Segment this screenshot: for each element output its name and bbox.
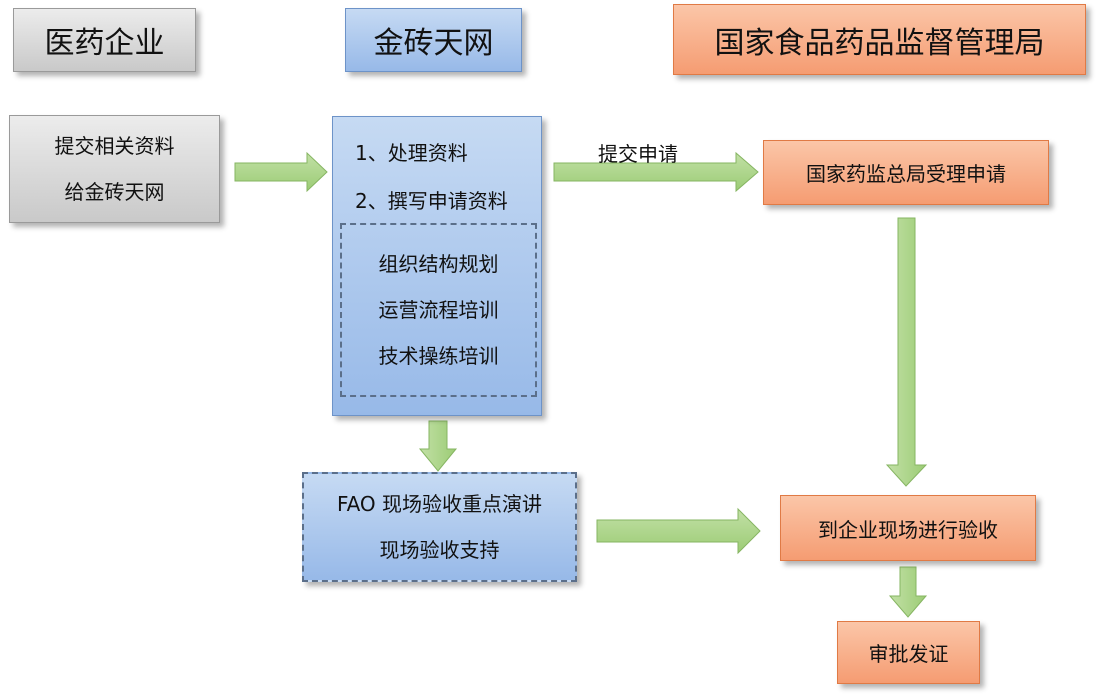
submit-application-label: 提交申请: [598, 142, 678, 166]
arrow-accept-to-inspect: [885, 217, 928, 487]
fao-box: FAO 现场验收重点演讲 现场验收支持: [302, 472, 577, 582]
process-step1: 1、处理资料: [355, 141, 468, 165]
subitem-ops: 运营流程培训: [378, 298, 499, 322]
subitem-org: 组织结构规划: [378, 252, 499, 276]
arrow-submit-application: [553, 151, 759, 193]
process-box: 1、处理资料 2、撰写申请资料 组织结构规划 运营流程培训 技术操练培训: [332, 116, 542, 416]
process-step2: 2、撰写申请资料: [355, 189, 508, 213]
arrow-to-fao: [418, 420, 458, 472]
header-jinzhuan: 金砖天网: [345, 8, 522, 72]
arrow-to-approve: [888, 566, 928, 618]
onsite-inspection-box: 到企业现场进行验收: [780, 495, 1036, 561]
header-fda: 国家食品药品监督管理局: [673, 4, 1086, 75]
arrow-to-process: [234, 151, 328, 193]
pharma-line2: 给金砖天网: [64, 180, 165, 204]
fao-line1: FAO 现场验收重点演讲: [336, 492, 543, 516]
header-pharma: 医药企业: [13, 8, 196, 72]
pharma-submit-box: 提交相关资料 给金砖天网: [9, 115, 220, 223]
arrow-to-inspect: [596, 507, 761, 555]
fao-line2: 现场验收支持: [379, 538, 500, 562]
subitem-tech: 技术操练培训: [378, 344, 499, 368]
approve-certificate-box: 审批发证: [837, 621, 980, 684]
pharma-line1: 提交相关资料: [54, 134, 175, 158]
accept-application-box: 国家药监总局受理申请: [763, 140, 1049, 205]
process-subitems: 组织结构规划 运营流程培训 技术操练培训: [340, 223, 537, 397]
